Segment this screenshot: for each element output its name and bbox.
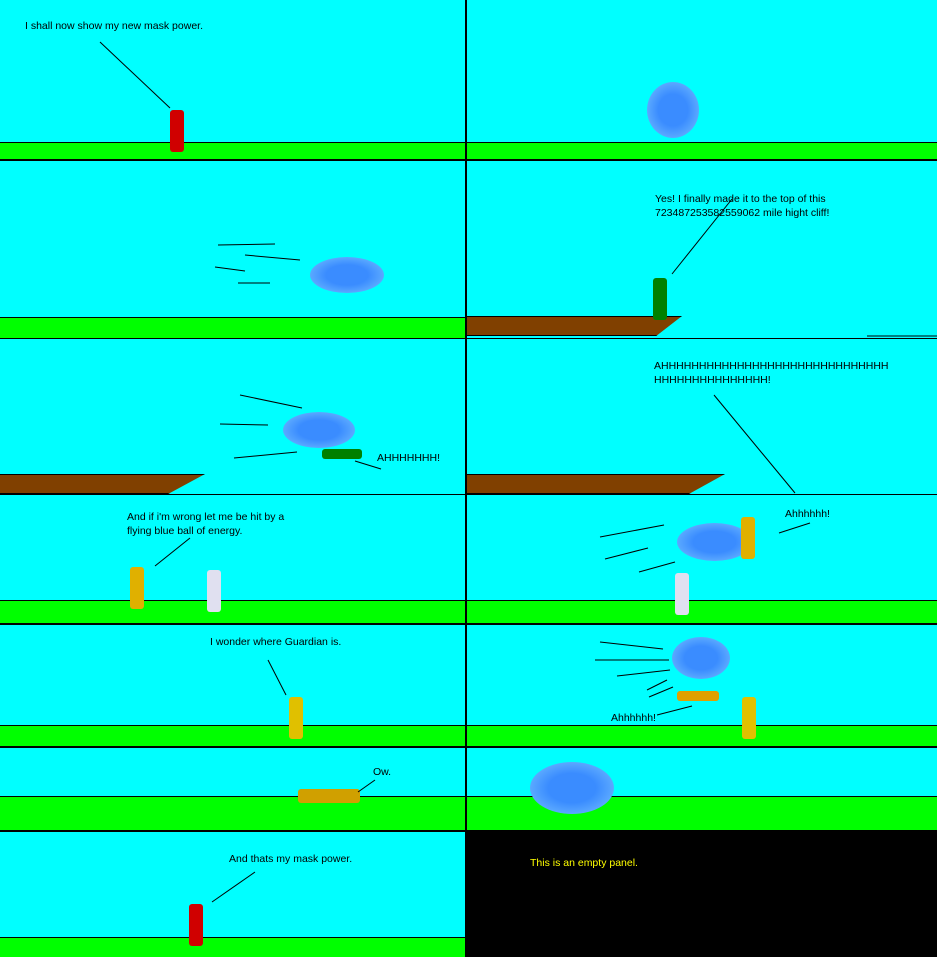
speech-line	[99, 41, 171, 109]
speech-text: Yes! I finally made it to the top of thi…	[655, 192, 829, 220]
speech-text: And thats my mask power.	[229, 853, 353, 865]
speech-line-2: 723487253582559062 mile hight cliff!	[655, 207, 830, 219]
energy-ball	[672, 637, 730, 679]
panel-13: And thats my mask power.	[0, 832, 465, 957]
red-character	[170, 110, 184, 152]
yellow-character	[742, 697, 756, 739]
pile-of-characters	[298, 789, 360, 803]
motion-lines	[214, 243, 301, 284]
panel-4: Yes! I finally made it to the top of thi…	[467, 161, 937, 338]
panel-9: I wonder where Guardian is.	[0, 625, 465, 747]
cliff	[0, 474, 205, 494]
speech-line	[671, 198, 937, 337]
gold-character	[289, 697, 303, 739]
energy-ball	[283, 412, 355, 448]
speech-line	[713, 394, 796, 494]
white-character	[675, 573, 689, 615]
empty-panel-text: This is an empty panel.	[530, 857, 638, 869]
scream-text: Ahhhhhh!	[611, 712, 656, 724]
panel-12	[467, 748, 937, 831]
speech-text: And if i'm wrong let me be hit by a flyin…	[127, 510, 284, 538]
green-character	[653, 278, 667, 320]
speech-text: I shall now show my new mask power.	[25, 20, 203, 32]
grass	[467, 142, 937, 160]
speech-text: I wonder where Guardian is.	[210, 636, 342, 648]
energy-ball	[647, 82, 699, 138]
grass	[467, 725, 937, 747]
scream-line-2: HHHHHHHHHHHHHHH!	[654, 374, 771, 386]
panel-14-empty: This is an empty panel.	[467, 832, 937, 957]
speech-line	[267, 659, 287, 696]
red-character	[189, 904, 203, 946]
energy-ball	[677, 523, 752, 561]
speech-line-1: And if i'm wrong let me be hit by a	[127, 511, 285, 523]
panel-3	[0, 161, 465, 338]
scream-line-1: AHHHHHHHHHHHHHHHHHHHHHHHHHHHHHH	[654, 360, 889, 372]
white-character	[207, 570, 221, 612]
green-character-falling	[322, 449, 362, 459]
cliff	[467, 474, 725, 494]
scream-text: Ahhhhhh!	[785, 508, 830, 520]
grass	[0, 725, 465, 747]
grass	[0, 937, 465, 957]
speech-line	[357, 779, 376, 793]
grass	[0, 317, 465, 338]
scream-text: AHHHHHHHHHHHHHHHHHHHHHHHHHHHHHH HHHHHHHHH…	[654, 359, 889, 387]
motion-lines	[599, 522, 811, 573]
speech-line-1: Yes! I finally made it to the top of thi…	[655, 193, 826, 205]
gold-character-falling	[677, 691, 719, 701]
panel-10: Ahhhhhh!	[467, 625, 937, 747]
gold-character	[130, 567, 144, 609]
motion-lines	[595, 641, 693, 716]
panel-2	[467, 0, 937, 160]
grass	[0, 796, 465, 831]
motion-lines	[219, 394, 382, 470]
gold-character-hit	[741, 517, 755, 559]
energy-ball	[530, 762, 614, 814]
grass	[467, 600, 937, 624]
speech-line	[154, 537, 191, 567]
cliff	[467, 316, 682, 336]
grass	[0, 142, 465, 160]
energy-ball	[310, 257, 384, 293]
grass	[0, 600, 465, 624]
panel-1: I shall now show my new mask power.	[0, 0, 465, 160]
speech-line	[211, 871, 256, 903]
speech-text: Ow.	[373, 766, 392, 778]
panel-11: Ow.	[0, 748, 465, 831]
speech-line-2: flying blue ball of energy.	[127, 525, 243, 537]
panel-6: AHHHHHHHHHHHHHHHHHHHHHHHHHHHHHH HHHHHHHHH…	[467, 339, 937, 494]
panel-8: Ahhhhhh!	[467, 495, 937, 624]
scream-text: AHHHHHHH!	[377, 452, 440, 464]
panel-5: AHHHHHHH!	[0, 339, 465, 494]
panel-7: And if i'm wrong let me be hit by a flyin…	[0, 495, 465, 624]
